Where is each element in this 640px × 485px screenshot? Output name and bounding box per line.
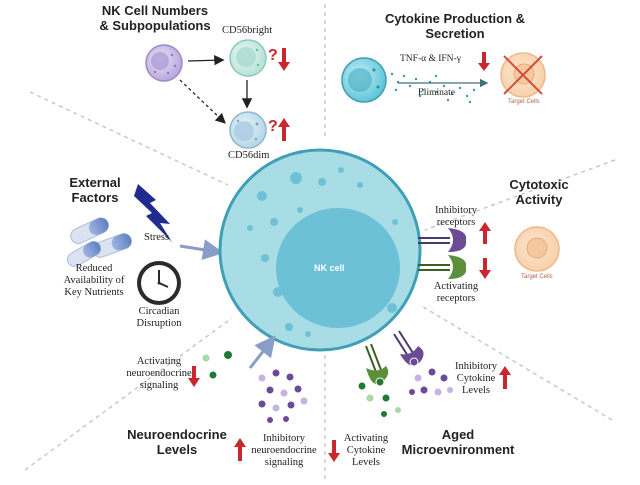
neuro-to-cell-arrow	[248, 335, 276, 369]
divider-upper-left	[29, 91, 229, 186]
target-cells-label: Target Cells	[508, 99, 540, 105]
aged-activating-molecules	[358, 382, 401, 417]
divider-upper-right	[424, 159, 616, 231]
aged-inhibitory-molecules	[409, 368, 453, 396]
cytokine-title: Cytokine Production &Secretion	[384, 11, 526, 41]
up-arrow-icon	[479, 222, 491, 244]
dashed-dividers	[24, 4, 616, 482]
cell-progenitor-icon	[145, 44, 183, 82]
stress-label: Stress	[144, 232, 170, 243]
divider-lower-left	[24, 317, 233, 471]
clock-icon	[137, 261, 181, 305]
inhibitory-molecules	[258, 369, 308, 423]
up-arrow-icon	[499, 366, 511, 389]
question-mark: ?	[268, 118, 278, 135]
divider-lower-right	[419, 304, 613, 421]
target-cell-icon	[500, 52, 546, 98]
target-cells-right-label: Target Cells	[521, 274, 553, 280]
question-mark: ?	[268, 47, 278, 64]
cell-cd56bright-icon	[229, 39, 267, 77]
nk-cell	[218, 148, 422, 352]
pills-icon	[66, 217, 132, 267]
activating-cytokine-receptor-icon	[365, 343, 389, 387]
arrow-to-cd56bright	[187, 55, 225, 66]
target-cell-right-icon	[514, 226, 560, 272]
external-to-cell-arrow	[179, 239, 224, 261]
inhibitory-receptor-icon	[418, 228, 467, 252]
down-arrow-icon	[328, 440, 340, 462]
cytokine-nk-cell-icon	[341, 57, 387, 103]
cd56dim-label: CD56dim	[228, 150, 270, 161]
up-arrow-icon	[278, 118, 290, 141]
down-arrow-icon	[188, 366, 200, 387]
cell-cd56dim-icon	[229, 111, 267, 149]
cd56bright-label: CD56bright	[222, 25, 273, 36]
down-arrow-icon	[478, 52, 490, 71]
nk-cell-label: NK cell	[314, 263, 345, 273]
eliminate-label: Eliminate	[418, 88, 455, 98]
down-arrow-icon	[479, 258, 491, 279]
cytokine-spray	[390, 72, 476, 104]
dashed-arrow-to-cd56dim	[179, 79, 226, 124]
down-arrow-icon	[278, 48, 290, 71]
lightning-icon	[134, 184, 172, 242]
up-arrow-icon	[234, 438, 246, 461]
nk-numbers-title: NK Cell Numbers& Subpopulations	[99, 3, 211, 33]
activating-molecules	[202, 351, 232, 379]
cytokines-label: TNF-α & IFN-γ	[400, 54, 461, 64]
activating-receptor-icon	[418, 255, 467, 279]
inhibitory-cytokine-receptor-icon	[393, 330, 424, 367]
